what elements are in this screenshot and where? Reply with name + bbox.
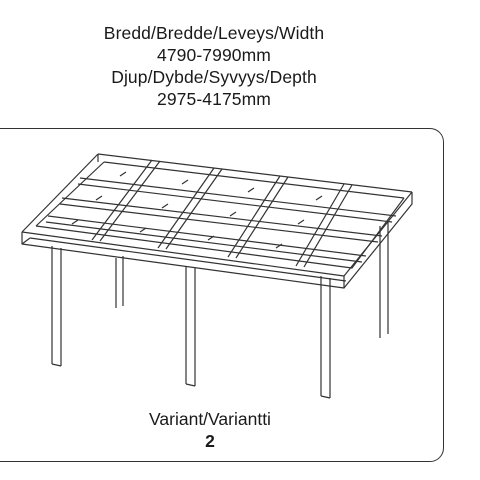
roof-back-edge: [97, 153, 413, 193]
purlin-2: [59, 197, 383, 243]
rafter-2: [157, 167, 223, 250]
post-back-1: [115, 256, 124, 308]
variant-number: 2: [205, 431, 215, 451]
post-front-2: [185, 266, 196, 386]
roof-front-edge: [21, 231, 345, 277]
post-back-2: [379, 222, 389, 338]
purlin-1: [77, 177, 397, 223]
carport-frame-icon: [21, 153, 413, 399]
rafter-4: [295, 183, 353, 268]
depth-value: 2975-4175mm: [157, 89, 271, 109]
roof-left-edge: [21, 153, 99, 233]
width-value: 4790-7990mm: [157, 45, 271, 65]
dimensions-block: Bredd/Bredde/Leveys/Width 4790-7990mm Dj…: [0, 22, 428, 110]
width-label: Bredd/Bredde/Leveys/Width: [103, 23, 325, 43]
variant-panel: [0, 128, 444, 462]
rafter-3: [227, 175, 289, 259]
rafter-1: [91, 159, 161, 242]
post-front-3: [320, 276, 331, 399]
depth-label: Djup/Dybde/Syvyys/Depth: [111, 67, 317, 87]
variant-caption: Variant/Variantti 2: [0, 408, 420, 452]
post-front-1: [51, 246, 62, 366]
variant-label: Variant/Variantti: [149, 409, 271, 429]
